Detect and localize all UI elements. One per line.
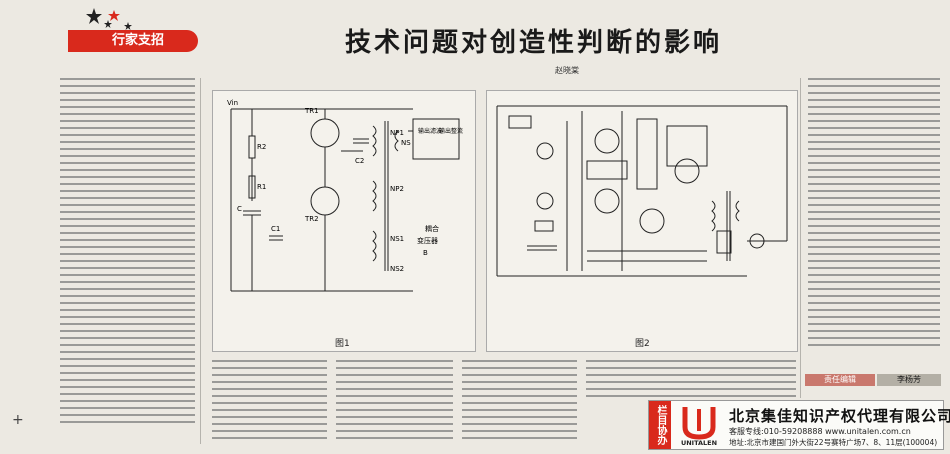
body-column-5 (586, 360, 796, 400)
body-column-3 (336, 360, 453, 445)
unitalen-logo-icon: UNITALEN (681, 407, 717, 447)
body-column-2 (212, 360, 327, 445)
label-output-rectifier: 输出整流 (439, 127, 463, 135)
label-tr1: TR1 (304, 107, 319, 115)
ad-address: 地址:北京市建国门外大街22号赛特广场7、8、11层(100004) (729, 438, 938, 447)
body-column-6 (808, 78, 940, 368)
label-tr2: TR2 (304, 215, 319, 223)
figure-2-caption: 图2 (635, 339, 650, 349)
label-c1: C1 (271, 225, 280, 233)
ad-company-name: 北京集佳知识产权代理有限公司 (729, 407, 950, 425)
article-title: 技术问题对创造性判断的影响 (345, 28, 723, 58)
body-column-4 (462, 360, 577, 445)
label-ns2: NS2 (390, 265, 404, 273)
circuit-diagram-1: Vin R2 R1 C C1 TR1 TR2 C2 NP1 NP2 NS NS1… (227, 99, 463, 292)
article-author: 赵晓棠 (555, 66, 579, 75)
label-r2: R2 (257, 143, 266, 151)
ad-column-tag: 栏目协办 (649, 401, 671, 449)
body-column-1 (60, 78, 195, 443)
circuit-diagram-2 (496, 105, 788, 277)
label-coupling: 耦合 (425, 224, 439, 233)
figure-1-caption: 图1 (335, 339, 350, 349)
decorative-stars-icon (86, 8, 132, 30)
registration-mark-icon: + (12, 412, 24, 428)
figure-1: Vin R2 R1 C C1 TR1 TR2 C2 NP1 NP2 NS NS1… (212, 90, 476, 352)
editor-name: 李杨芳 (877, 374, 941, 386)
editor-label: 责任编辑 (805, 374, 875, 386)
sponsor-ad: 栏目协办 UNITALEN 北京集佳知识产权代理有限公司 客服专线:010-59… (648, 400, 950, 450)
label-np1: NP1 (390, 129, 404, 137)
section-tag: 行家支招 (68, 30, 198, 52)
editor-credit: 责任编辑 李杨芳 (805, 374, 941, 386)
label-transformer: 变压器 (417, 236, 438, 245)
label-ns1: NS1 (390, 235, 404, 243)
label-r1: R1 (257, 183, 266, 191)
label-output-filter: 输出滤波 (418, 127, 442, 135)
label-c: C (237, 205, 242, 213)
column-rule (800, 78, 801, 398)
ad-hotline: 客服专线:010-59208888 www.unitalen.com.cn (729, 427, 911, 436)
label-vin: Vin (227, 99, 238, 107)
label-c2: C2 (355, 157, 364, 165)
ad-brand: UNITALEN (681, 439, 717, 447)
label-np2: NP2 (390, 185, 404, 193)
column-rule (200, 78, 201, 444)
figure-2: 图2 (486, 90, 798, 352)
label-ns: NS (401, 139, 411, 147)
label-b: B (423, 249, 428, 257)
